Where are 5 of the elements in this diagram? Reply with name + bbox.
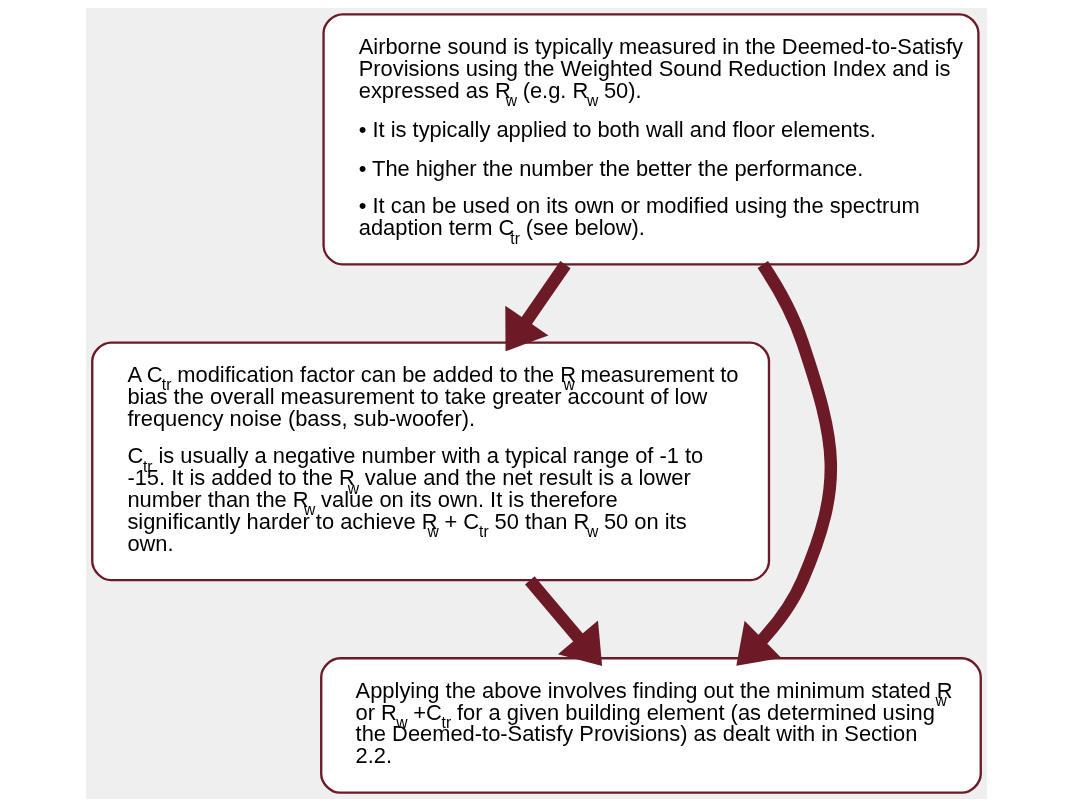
node-box: Airborne sound is typically measured in the Deemed-to-Satisfy Provisions using the Weighted Sound Reduction Index and is expressed as R$_{w}$ (e.g. R$_{w}$ 50). • It is typically applied to both wall and floor elements. • The higher the number the better the performance. • It can be used on its own or modified using the spectrum adaption term C$_{tr}$ (see below). (321, 13, 980, 266)
arrow (524, 576, 602, 667)
arrow (735, 261, 837, 666)
arrow (504, 261, 571, 352)
node-box: A C$_{tr}$ modification factor can be added to the R$_{w}$ measurement to bias the overall measurement to take greater account of low frequency noise (bass, sub-woofer). C$_{tr}$ is usually a negative number with a typical range of -1 to -15. It is added to the R$_{w}$ value and the net result is a lower number than the R$_{w}$ value on its own. It is therefore significantly harder to achieve R$_{w}$ + C$_{tr}$ 50 than R$_{w}$ 50 on its own. (90, 341, 770, 582)
